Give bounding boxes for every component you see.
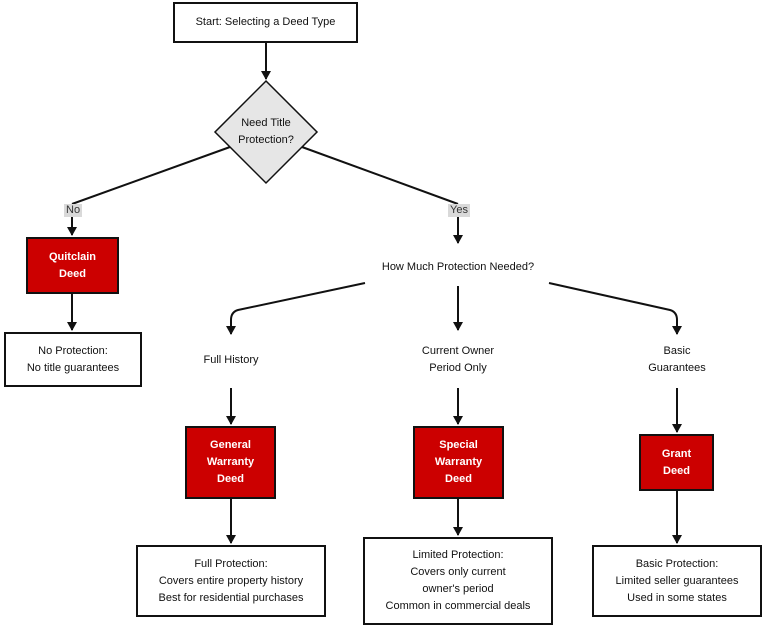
edge-howmuch-basic bbox=[548, 282, 682, 335]
node-text-line: Warranty bbox=[434, 456, 483, 468]
node-text-line: General bbox=[210, 439, 251, 451]
edge-decision-no bbox=[71, 146, 231, 205]
node-text-line: Full Protection: bbox=[194, 557, 268, 570]
node-text-line: Special bbox=[439, 439, 478, 451]
decision-diamond bbox=[213, 79, 319, 185]
how-much-protection-node: How Much Protection Needed? bbox=[362, 256, 554, 278]
node-text-line: Warranty bbox=[206, 456, 255, 468]
node-text-line: owner's period bbox=[422, 583, 494, 595]
limited-protection-node: Limited Protection: Covers only current ow… bbox=[363, 537, 553, 625]
node-text-line: Current Owner bbox=[421, 345, 495, 357]
node-text-line: How Much Protection Needed? bbox=[381, 260, 535, 273]
node-text-line: Limited Protection: bbox=[412, 549, 504, 561]
node-text-line: Start: Selecting a Deed Type bbox=[195, 16, 336, 28]
node-text-line: Guarantees bbox=[648, 362, 706, 374]
basic-protection-node: Basic Protection: Limited seller guarante… bbox=[592, 545, 762, 617]
node-text-line: Limited seller guarantees bbox=[615, 574, 739, 587]
node-text-line: Covers entire property history bbox=[158, 574, 304, 587]
node-text-line: Deed bbox=[445, 473, 472, 485]
edge-decision-yes bbox=[301, 146, 459, 205]
full-protection-node: Full Protection: Covers entire property h… bbox=[136, 545, 326, 617]
node-text-line: Deed bbox=[663, 464, 690, 477]
edge-label-yes: Yes bbox=[448, 204, 470, 217]
node-text-line: Covers only current bbox=[410, 566, 506, 578]
no-protection-node: No Protection: No title guarantees bbox=[4, 332, 142, 387]
node-text-line: Quitclain bbox=[48, 250, 97, 263]
node-text-line: Need Title bbox=[241, 117, 291, 129]
node-text-line: No title guarantees bbox=[26, 361, 120, 374]
start-node: Start: Selecting a Deed Type bbox=[173, 2, 358, 43]
node-text-line: Common in commercial deals bbox=[385, 600, 531, 612]
node-text-line: No Protection: bbox=[38, 344, 108, 357]
edge-label-no: No bbox=[64, 204, 83, 217]
node-text-line: Deed bbox=[59, 267, 86, 280]
full-history-node: Full History bbox=[181, 349, 281, 371]
node-text-line: Grant bbox=[661, 447, 692, 460]
node-text-line: Full History bbox=[203, 353, 259, 366]
node-text-line: Best for residential purchases bbox=[158, 591, 304, 604]
node-text-line: Period Only bbox=[429, 362, 487, 374]
node-text-line: Basic bbox=[663, 345, 691, 357]
node-text-line: Used in some states bbox=[627, 591, 727, 604]
node-text-line: Protection? bbox=[238, 134, 294, 146]
node-text-line: Basic Protection: bbox=[635, 557, 719, 570]
node-text-line: Deed bbox=[217, 473, 244, 485]
edge-howmuch-fullhistory bbox=[226, 282, 366, 335]
